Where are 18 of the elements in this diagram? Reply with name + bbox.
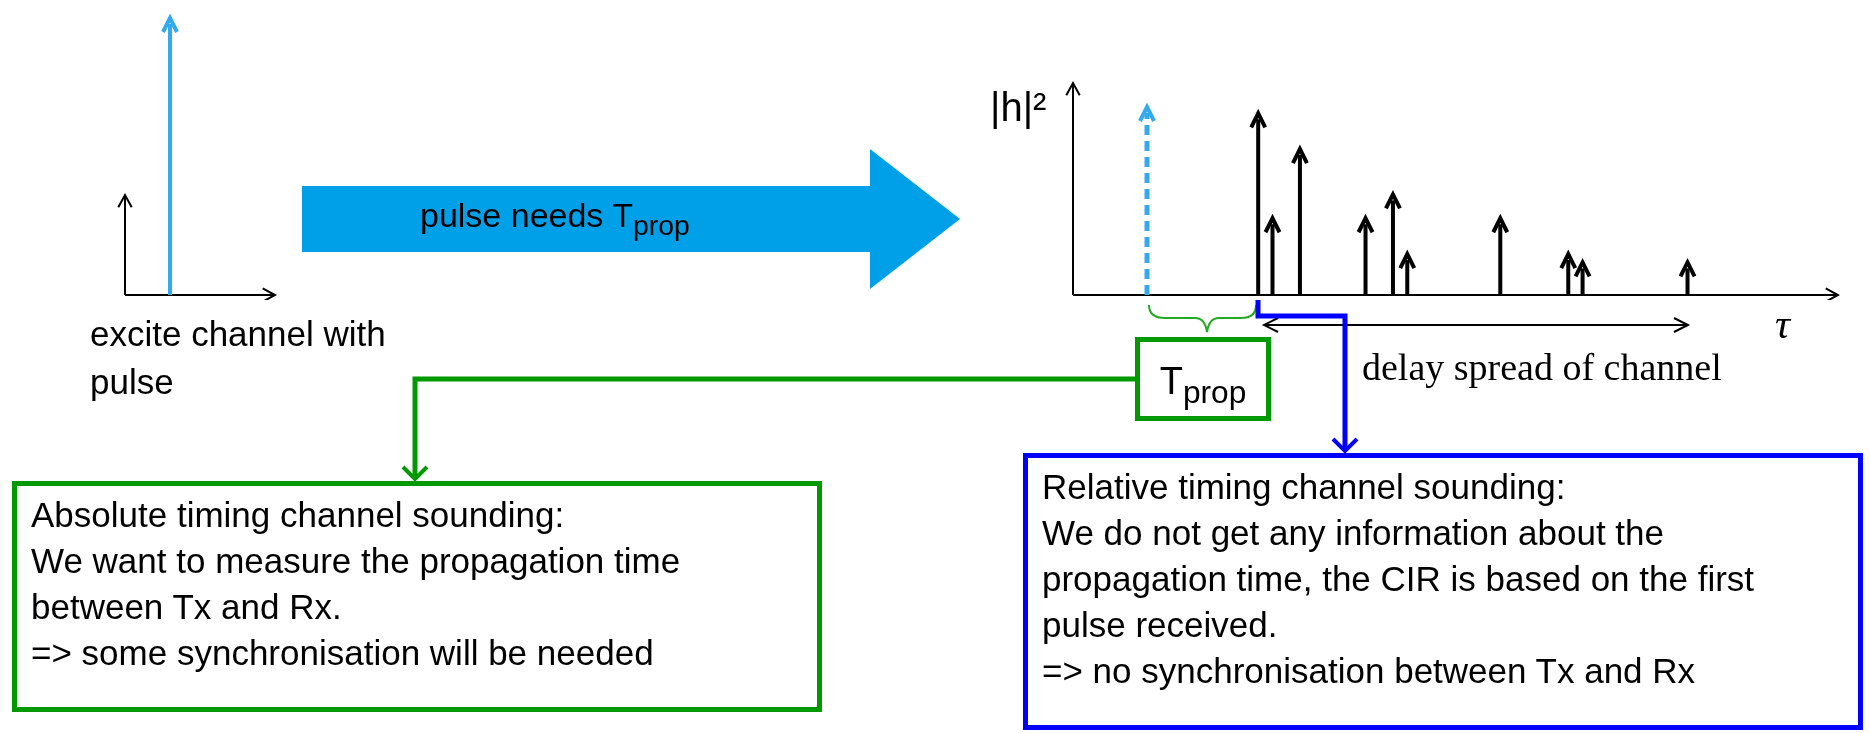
node-label: excite channel with pulse	[90, 313, 387, 403]
box-heading: Relative timing channel sounding:	[1042, 466, 1567, 508]
arrow	[401, 376, 1135, 481]
box-text: => some synchronisation will be needed	[31, 632, 655, 674]
block-arrow	[302, 149, 960, 289]
axis-label: |h|²	[990, 85, 1047, 130]
box-text: We do not get any information about the propagation time, the CIR is based on the first pulse received.	[1042, 512, 1756, 646]
label-box	[1135, 337, 1271, 421]
arrow	[1255, 300, 1359, 453]
box-text: We want to measure the propagation time between Tx and Rx.	[31, 540, 682, 628]
text-box	[12, 481, 822, 712]
edge-label: pulse needs T$_{prop}$	[420, 195, 690, 243]
axis-annotation: delay spread of channel	[1362, 345, 1722, 389]
box-heading: Absolute timing channel sounding:	[31, 494, 566, 536]
text-box	[1023, 453, 1863, 730]
axis-label: τ	[1775, 300, 1791, 348]
box-text: => no synchronisation between Tx and Rx	[1042, 650, 1697, 692]
symbol-text: T$_{prop}$	[1158, 359, 1248, 412]
